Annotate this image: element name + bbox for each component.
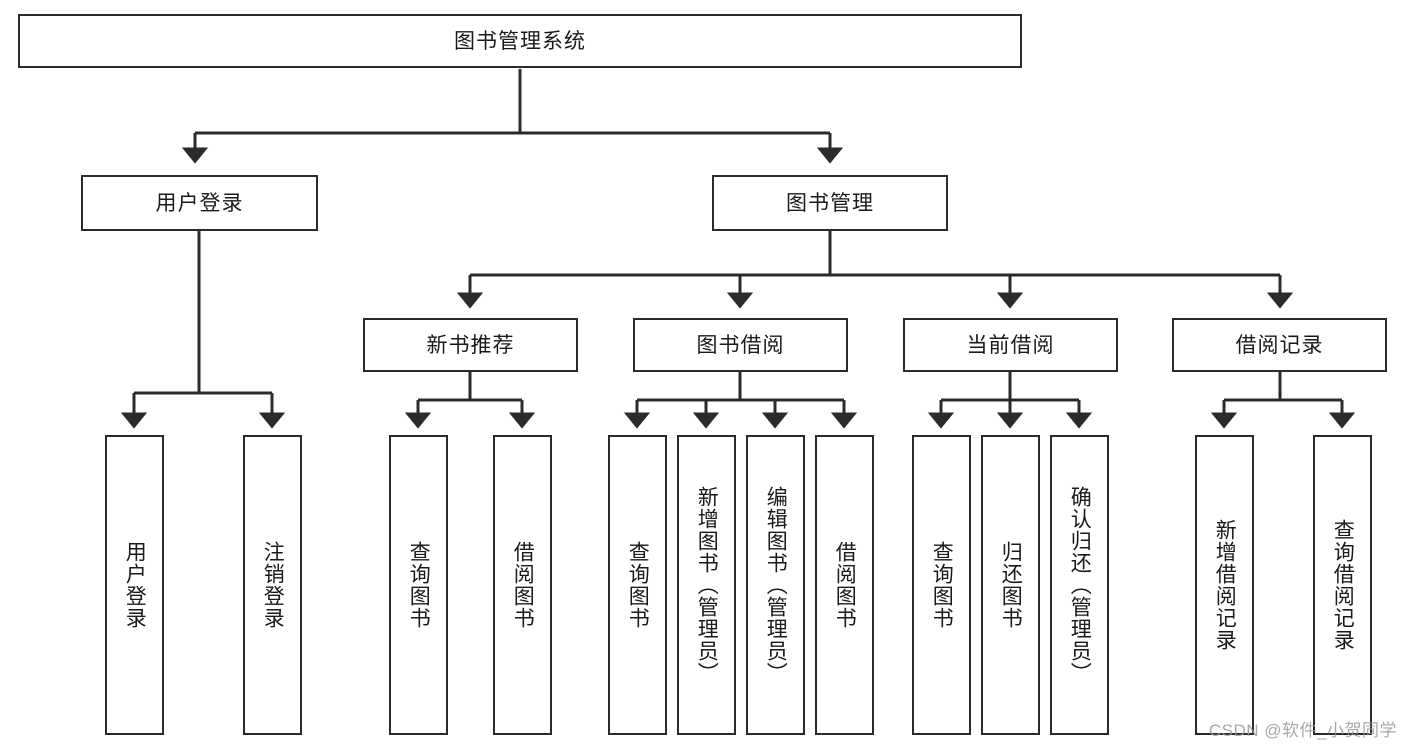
leaf-add-book-admin-label: 新增图书（管理员）	[695, 486, 719, 684]
node-user-login[interactable]: 用户登录	[81, 175, 318, 231]
leaf-add-borrow-record-label: 新增借阅记录	[1213, 519, 1237, 651]
node-borrow-records[interactable]: 借阅记录	[1172, 318, 1387, 372]
leaf-query-book-current[interactable]: 查询图书	[912, 435, 971, 735]
csdn-watermark: CSDN @软件_小贺同学	[1208, 721, 1397, 740]
leaf-query-book-current-label: 查询图书	[930, 541, 954, 629]
leaf-borrow-book-recommend-label: 借阅图书	[511, 541, 535, 629]
leaf-query-borrow-record-label: 查询借阅记录	[1331, 519, 1355, 651]
leaf-add-book-admin[interactable]: 新增图书（管理员）	[677, 435, 736, 735]
leaf-logout[interactable]: 注销登录	[243, 435, 302, 735]
leaf-query-borrow-record[interactable]: 查询借阅记录	[1313, 435, 1372, 735]
leaf-borrow-book[interactable]: 借阅图书	[815, 435, 874, 735]
leaf-confirm-return-admin[interactable]: 确认归还（管理员）	[1050, 435, 1109, 735]
node-current-borrow-label: 当前借阅	[966, 333, 1055, 357]
node-book-borrow-label: 图书借阅	[696, 333, 785, 357]
node-new-book-recommend-label: 新书推荐	[426, 333, 515, 357]
node-root[interactable]: 图书管理系统	[18, 14, 1022, 68]
leaf-user-login[interactable]: 用户登录	[105, 435, 164, 735]
node-new-book-recommend[interactable]: 新书推荐	[363, 318, 578, 372]
leaf-user-login-label: 用户登录	[123, 541, 147, 629]
leaf-logout-label: 注销登录	[261, 541, 285, 629]
leaf-confirm-return-admin-label: 确认归还（管理员）	[1068, 486, 1092, 684]
node-book-management[interactable]: 图书管理	[712, 175, 948, 231]
node-book-borrow[interactable]: 图书借阅	[633, 318, 848, 372]
leaf-borrow-book-label: 借阅图书	[833, 541, 857, 629]
leaf-borrow-book-recommend[interactable]: 借阅图书	[493, 435, 552, 735]
node-user-login-label: 用户登录	[155, 191, 244, 215]
node-book-management-label: 图书管理	[786, 191, 874, 215]
leaf-edit-book-admin[interactable]: 编辑图书（管理员）	[746, 435, 805, 735]
leaf-query-book-recommend[interactable]: 查询图书	[389, 435, 448, 735]
leaf-return-book[interactable]: 归还图书	[981, 435, 1040, 735]
node-borrow-records-label: 借阅记录	[1235, 333, 1324, 357]
node-root-label: 图书管理系统	[454, 29, 586, 53]
leaf-query-book-borrow-label: 查询图书	[626, 541, 650, 629]
leaf-query-book-borrow[interactable]: 查询图书	[608, 435, 667, 735]
leaf-return-book-label: 归还图书	[999, 541, 1023, 629]
leaf-query-book-recommend-label: 查询图书	[407, 541, 431, 629]
leaf-add-borrow-record[interactable]: 新增借阅记录	[1195, 435, 1254, 735]
node-current-borrow[interactable]: 当前借阅	[903, 318, 1118, 372]
leaf-edit-book-admin-label: 编辑图书（管理员）	[764, 486, 788, 684]
